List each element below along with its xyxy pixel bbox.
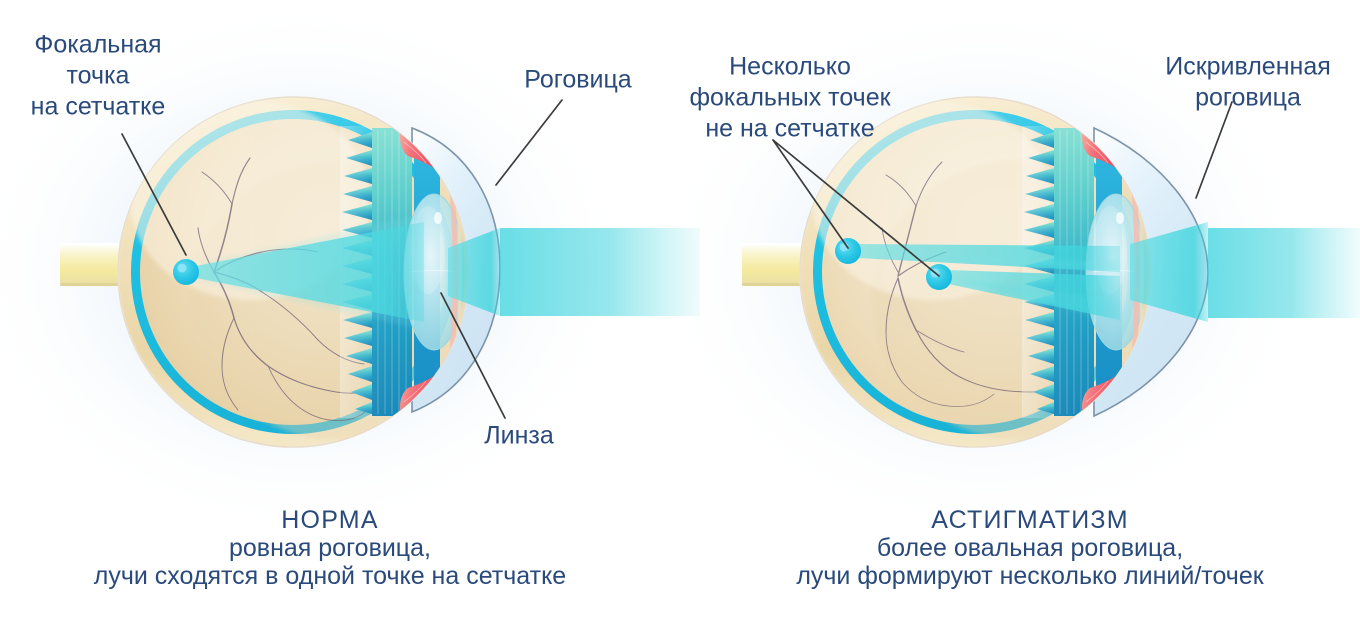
leader-focal-2-astigmatism xyxy=(772,139,940,277)
focal-point-dot-normal xyxy=(173,259,199,285)
leader-cornea-normal xyxy=(495,99,563,186)
light-beams-astigmatism xyxy=(858,222,1360,322)
retinal-vessels-right xyxy=(881,161,1079,407)
focal-point-label-line-2: точка xyxy=(67,62,130,90)
ciliary-body-right xyxy=(1022,126,1096,418)
eye-diagram-normal xyxy=(60,96,700,448)
focal-point-label-line-3: на сетчатке xyxy=(31,93,166,121)
caption-astigmatism-line-1: более овальная роговица, xyxy=(877,534,1183,562)
caption-astigmatism-line-2: лучи формируют несколько линий/точек xyxy=(796,562,1264,590)
caption-astigmatism-title: АСТИГМАТИЗМ xyxy=(931,506,1128,534)
light-beam-normal xyxy=(196,214,700,330)
eye-diagram-astigmatism xyxy=(742,96,1360,448)
multiple-focal-points-line-3: не на сетчатке xyxy=(705,115,874,143)
leader-lens-normal xyxy=(440,292,506,419)
leader-focal-1-astigmatism xyxy=(772,139,849,249)
cornea-label: Роговица xyxy=(524,66,632,94)
curved-cornea-line-1: Искривленная xyxy=(1165,53,1331,81)
caption-astigmatism: АСТИГМАТИЗМ более овальная роговица, луч… xyxy=(796,506,1264,590)
focal-point-dot-1-astigmatism xyxy=(835,238,861,264)
curved-cornea-label: Искривленная роговица xyxy=(1165,53,1331,112)
focal-point-label-line-1: Фокальная xyxy=(34,31,161,59)
caption-normal-title: НОРМА xyxy=(281,506,378,534)
leader-cornea-astigmatism xyxy=(1195,101,1233,199)
curved-cornea-line-2: роговица xyxy=(1195,84,1301,112)
leader-focal-point-normal xyxy=(121,133,187,256)
multiple-focal-points-line-2: фокальных точек xyxy=(689,84,891,112)
caption-normal-line-1: ровная роговица, xyxy=(229,534,431,562)
cornea-label-line-1: Роговица xyxy=(524,66,632,94)
lens-label-line-1: Линза xyxy=(484,422,554,450)
lens-label: Линза xyxy=(484,422,554,450)
multiple-focal-points-label: Несколько фокальных точек не на сетчатке xyxy=(689,53,891,143)
focal-point-label: Фокальная точка на сетчатке xyxy=(31,31,166,121)
caption-normal-line-2: лучи сходятся в одной точке на сетчатке xyxy=(94,562,566,590)
caption-normal: НОРМА ровная роговица, лучи сходятся в о… xyxy=(94,506,566,590)
multiple-focal-points-line-1: Несколько xyxy=(729,53,851,81)
